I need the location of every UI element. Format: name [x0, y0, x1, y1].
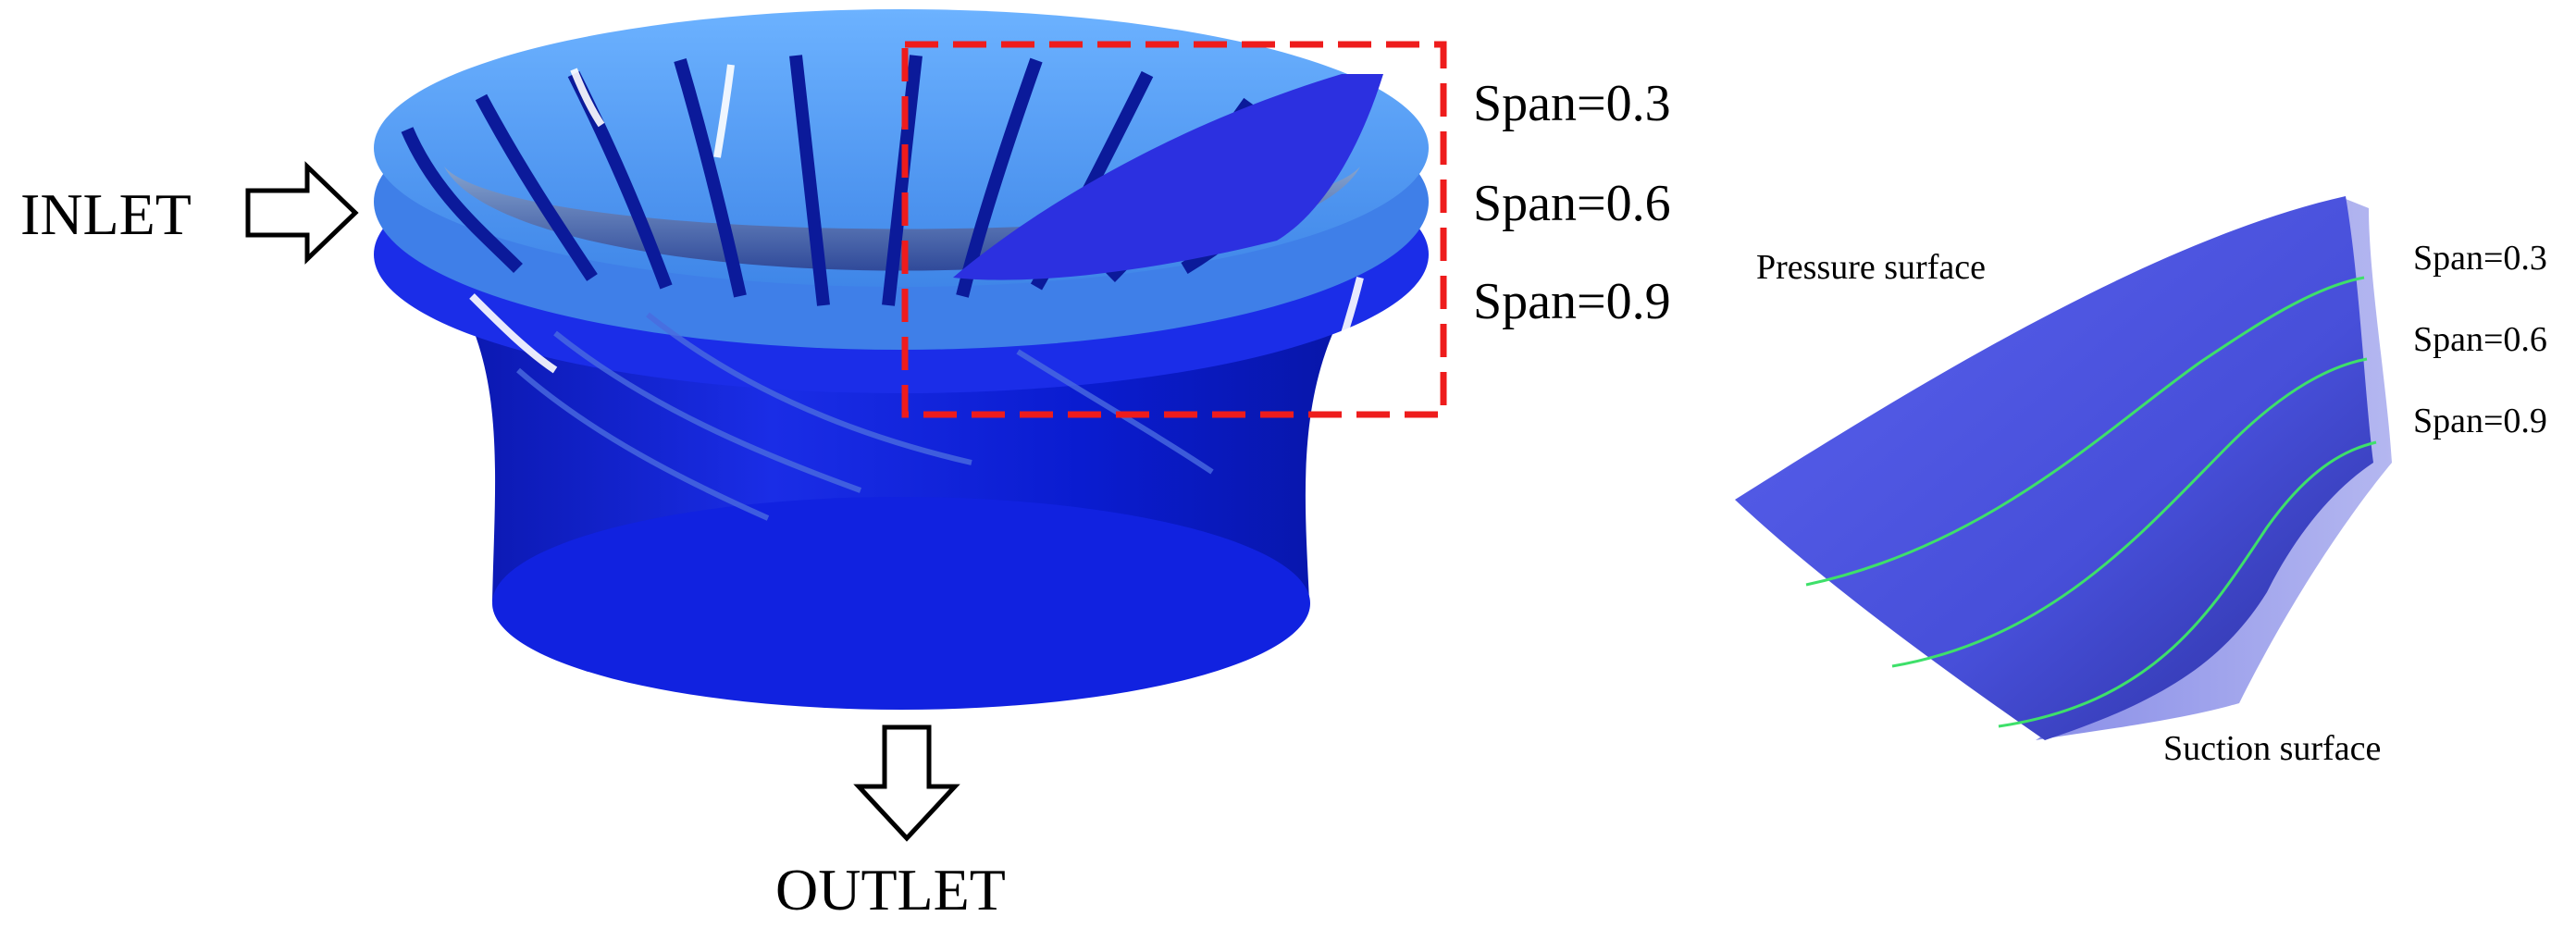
inlet-arrow-icon: [245, 161, 359, 265]
runner-lower-blade: [516, 367, 770, 521]
runner-blade-slot: [1329, 277, 1364, 372]
outlet-arrow-icon: [853, 724, 960, 842]
runner-blade: [475, 93, 598, 281]
runner-blade: [882, 55, 923, 306]
blade-span-line-0.6: [1891, 357, 2368, 668]
runner-outlet-rim: [492, 497, 1310, 710]
highlight-box: [901, 41, 1447, 418]
runner-span-label-0.6: Span=0.6: [1473, 175, 1671, 232]
suction-surface-label: Suction surface: [2163, 729, 2382, 768]
runner-highlighted-blade: [953, 74, 1383, 280]
runner-lower-blade: [553, 330, 862, 493]
runner-3d-model: [374, 9, 1429, 710]
runner-blade-slots: [469, 64, 1364, 374]
blade-span-label-0.9: Span=0.9: [2413, 402, 2547, 440]
runner-blade: [674, 58, 747, 298]
runner-span-label-0.3: Span=0.3: [1473, 75, 1671, 132]
runner-blade-slot: [469, 293, 558, 374]
runner-lower-blade: [646, 312, 972, 465]
pressure-surface-label: Pressure surface: [1756, 248, 1986, 287]
runner-blade-slot: [570, 68, 605, 128]
runner-blade: [789, 55, 830, 306]
runner-blade-slot: [713, 64, 735, 158]
blade-span-label-0.6: Span=0.6: [2413, 320, 2547, 359]
blade-span-line-0.3: [1805, 276, 2365, 587]
blade-span-line-0.9: [1998, 440, 2377, 728]
outlet-label: OUTLET: [775, 857, 1006, 922]
blade-3d-model: [1735, 196, 2392, 740]
inlet-label: INLET: [20, 181, 192, 247]
blade-span-label-0.3: Span=0.3: [2413, 239, 2547, 278]
runner-span-label-0.9: Span=0.9: [1473, 273, 1671, 330]
runner-blade: [401, 127, 523, 273]
